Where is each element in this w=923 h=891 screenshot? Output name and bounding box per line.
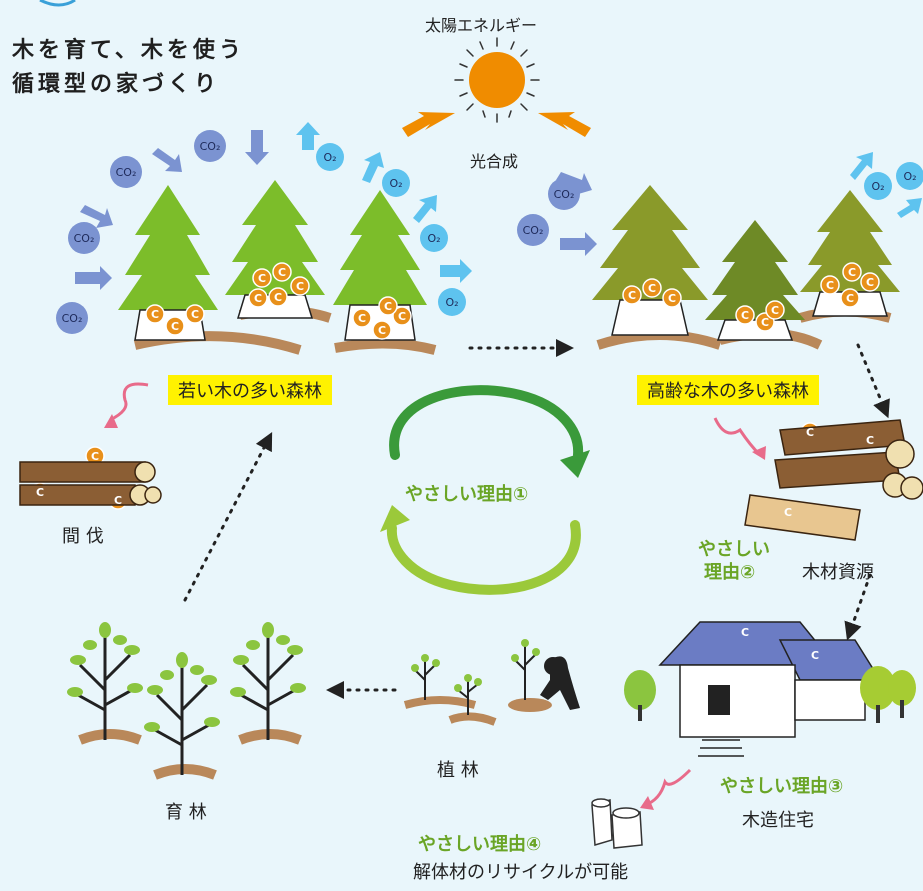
young-forest-label: 若い木の多い森林 bbox=[168, 375, 332, 405]
svg-text:CO₂: CO₂ bbox=[523, 224, 544, 237]
carbon-coin-label: C bbox=[191, 308, 199, 321]
co2-bubble: CO₂ bbox=[517, 214, 549, 246]
svg-text:CO₂: CO₂ bbox=[554, 188, 575, 201]
carbon-coin-label: C bbox=[151, 308, 159, 321]
svg-text:O₂: O₂ bbox=[427, 232, 440, 245]
carbon-coin-label: C bbox=[826, 279, 834, 292]
title-line-2: 循環型の家づくり bbox=[12, 72, 221, 97]
carbon-coin-label: C bbox=[648, 282, 656, 295]
thinning-logs-icon bbox=[19, 461, 162, 506]
carbon-coin-label: C bbox=[771, 304, 779, 317]
timber-resources-label: 木材資源 bbox=[802, 562, 874, 583]
corner-swoosh bbox=[39, 0, 76, 7]
co2-bubble: CO₂ bbox=[68, 222, 100, 254]
svg-text:CO₂: CO₂ bbox=[62, 312, 83, 325]
reason-2-line-2: 理由② bbox=[704, 562, 756, 583]
reason-4-label: やさしい理由④ bbox=[418, 834, 542, 855]
carbon-coin-label: C bbox=[784, 506, 792, 519]
carbon-coin-label: C bbox=[36, 486, 44, 499]
carbon-coin-label: C bbox=[741, 309, 749, 322]
flow-dotted-arrows bbox=[183, 339, 890, 699]
carbon-coin-label: C bbox=[398, 310, 406, 323]
carbon-coin-label: C bbox=[258, 272, 266, 285]
svg-text:O₂: O₂ bbox=[903, 170, 916, 183]
svg-text:CO₂: CO₂ bbox=[116, 166, 137, 179]
pink-arrowheads bbox=[104, 414, 766, 810]
recycle-label: 解体材のリサイクルが可能 bbox=[413, 862, 629, 883]
svg-text:CO₂: CO₂ bbox=[200, 140, 221, 153]
nurturing-label: 育 林 bbox=[165, 802, 207, 823]
o2-flow-arrows bbox=[296, 122, 922, 283]
carbon-coin-label: C bbox=[761, 316, 769, 329]
old-forest-group bbox=[592, 185, 900, 350]
carbon-coin-label: C bbox=[806, 426, 814, 439]
thinning-label: 間 伐 bbox=[62, 526, 104, 547]
carbon-coin-label: C bbox=[114, 494, 122, 507]
title-line-1: 木を育て、木を使う bbox=[12, 38, 245, 63]
reason-1-label: やさしい理由① bbox=[405, 484, 529, 505]
wooden-house-icon bbox=[624, 621, 916, 757]
o2-bubble: O₂ bbox=[316, 143, 344, 171]
o2-bubble: O₂ bbox=[382, 169, 410, 197]
carbon-coin-label: C bbox=[378, 324, 386, 337]
carbon-coin-label: C bbox=[764, 689, 772, 702]
co2-bubble: CO₂ bbox=[194, 130, 226, 162]
carbon-coin-label: C bbox=[278, 266, 286, 279]
planting-icon bbox=[403, 639, 580, 726]
carbon-coin-label: C bbox=[274, 291, 282, 304]
o2-bubble: O₂ bbox=[438, 288, 466, 316]
co2-bubble: CO₂ bbox=[548, 178, 580, 210]
co2-bubble: CO₂ bbox=[110, 156, 142, 188]
carbon-coin-label: C bbox=[866, 276, 874, 289]
reason-2-line-1: やさしい bbox=[698, 539, 770, 560]
carbon-coin-label: C bbox=[384, 300, 392, 313]
cycle-arrows bbox=[380, 385, 590, 595]
carbon-coin-label: C bbox=[358, 312, 366, 325]
svg-text:O₂: O₂ bbox=[445, 296, 458, 309]
carbon-coin-label: C bbox=[628, 289, 636, 302]
timber-resources-icon bbox=[744, 419, 923, 541]
carbon-coin-label: C bbox=[296, 280, 304, 293]
svg-text:O₂: O₂ bbox=[389, 177, 402, 190]
o2-bubble: O₂ bbox=[864, 172, 892, 200]
photosynthesis-arrows bbox=[402, 112, 591, 137]
carbon-coin-label: C bbox=[254, 292, 262, 305]
carbon-coin-label: C bbox=[866, 434, 874, 447]
co2-bubble: CO₂ bbox=[56, 302, 88, 334]
solar-energy-label: 太陽エネルギー bbox=[425, 16, 538, 35]
svg-text:O₂: O₂ bbox=[871, 180, 884, 193]
reason-3-label: やさしい理由③ bbox=[720, 776, 844, 797]
o2-bubble: O₂ bbox=[420, 224, 448, 252]
nurturing-trees-icon bbox=[67, 622, 306, 780]
carbon-coin-label: C bbox=[848, 266, 856, 279]
carbon-coin-label: C bbox=[846, 292, 854, 305]
svg-text:CO₂: CO₂ bbox=[74, 232, 95, 245]
svg-text:O₂: O₂ bbox=[323, 151, 336, 164]
planting-label: 植 林 bbox=[437, 760, 479, 781]
carbon-coin-label: C bbox=[171, 320, 179, 333]
old-forest-label: 高齢な木の多い森林 bbox=[637, 375, 819, 405]
carbon-coin-label: C bbox=[668, 292, 676, 305]
photosynthesis-label: 光合成 bbox=[470, 152, 519, 171]
carbon-coin-label: C bbox=[811, 649, 819, 662]
carbon-coin-label: C bbox=[741, 626, 749, 639]
wooden-house-label: 木造住宅 bbox=[742, 810, 814, 831]
pink-arrows bbox=[109, 382, 762, 807]
recycle-rolls-icon bbox=[591, 798, 643, 849]
o2-bubble: O₂ bbox=[896, 162, 923, 190]
sun-icon bbox=[454, 37, 540, 123]
carbon-coin-label: C bbox=[91, 450, 99, 463]
